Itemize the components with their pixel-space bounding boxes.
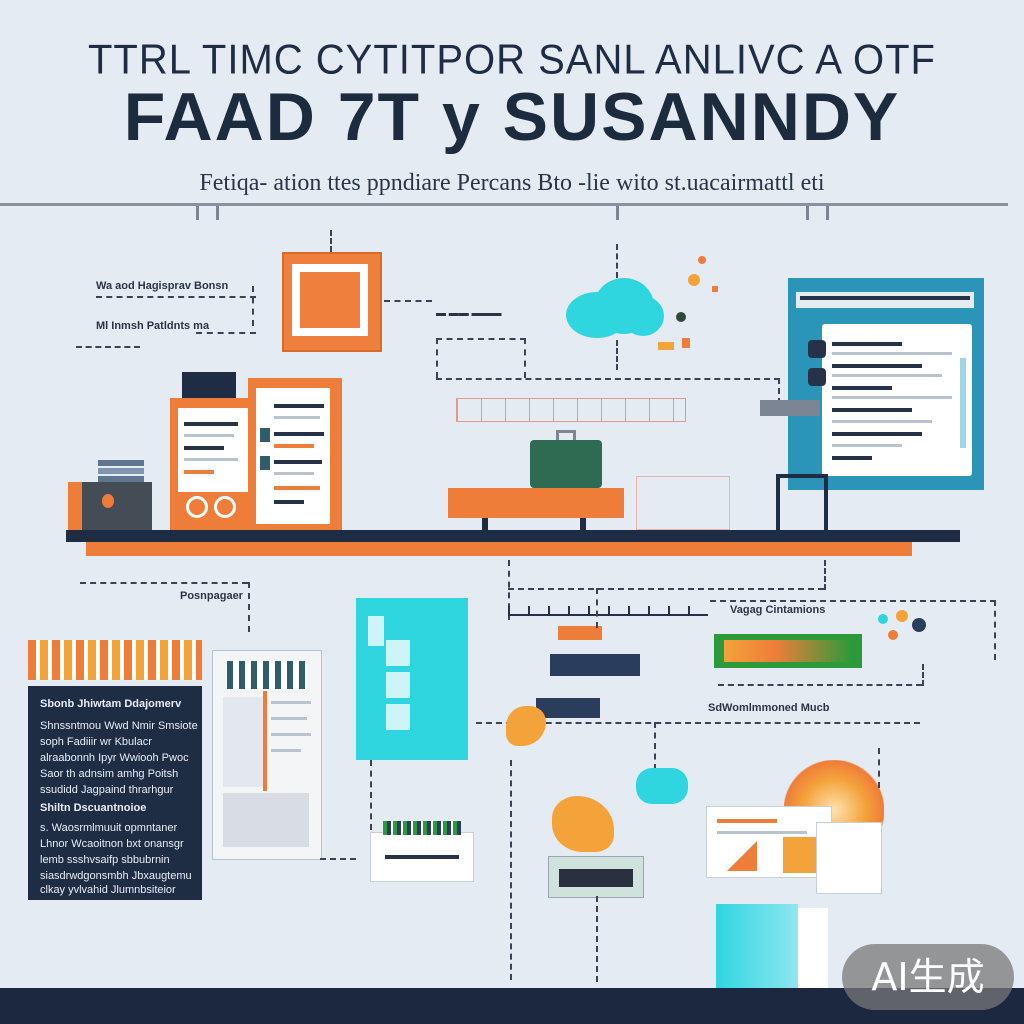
screen-icon	[548, 856, 644, 898]
header-divider	[0, 203, 1008, 206]
printer-icon	[370, 821, 474, 882]
ai-generated-badge: AI生成	[842, 944, 1014, 1010]
monitor-arm	[760, 400, 820, 416]
progress-strip	[714, 634, 862, 668]
tablet-cyan	[356, 598, 468, 760]
info-card-row: Shnssntmou Wwd Nmir Smsiote	[40, 720, 198, 732]
splash-icon	[552, 796, 614, 852]
info-card: Sbonb Jhiwtam Ddajomerv Shnssntmou Wwd N…	[28, 686, 202, 900]
connector-line	[524, 338, 526, 378]
info-card-row: soph Fadiiir wr Kbulacr	[40, 736, 152, 748]
tablet-icon	[212, 650, 322, 860]
info-card-row: s. Waosrmlmuuit opmntaner	[40, 822, 178, 834]
connector-line	[436, 378, 780, 380]
connector-line	[384, 300, 432, 302]
label-top-left-1: Wa aod Hagisprav Bonsn	[96, 280, 229, 292]
tiny-label-row: ▬ ▬▬ ▬▬▬	[436, 308, 502, 319]
tablet-cyan	[716, 904, 798, 988]
cloud-icon	[566, 278, 666, 340]
connector-line	[508, 588, 824, 590]
checkbox-icon	[808, 368, 826, 386]
label-top-left-2: Ml Inmsh Patldnts ma	[96, 320, 210, 332]
briefcase-icon	[530, 430, 602, 488]
checkbox-icon	[808, 340, 826, 358]
connector-line	[922, 664, 924, 686]
device-icon	[536, 698, 600, 718]
label-middle-left: Posnpagaer	[180, 590, 243, 602]
label-right-upper: Vagag Cintamions	[730, 604, 826, 616]
monitor-icon	[788, 278, 984, 490]
cloud-icon	[636, 768, 688, 804]
tray-icon	[182, 372, 236, 398]
connector-line	[508, 560, 510, 620]
connector-line	[330, 230, 332, 252]
info-card-row: ssudidd Jagpaind thrarhgur	[40, 784, 174, 796]
connector-line	[710, 600, 996, 602]
info-card-heading: Shiltn Dscuantnoioe	[40, 802, 147, 814]
connector-line	[370, 760, 372, 830]
book-icon	[248, 378, 342, 530]
page-title-line-2: FAAD 7T y SUSANNDY	[123, 79, 901, 155]
info-card-heading: Sbonb Jhiwtam Ddajomerv	[40, 698, 182, 710]
connector-line	[778, 378, 780, 404]
connector-line	[718, 684, 922, 686]
splash-icon	[506, 706, 546, 746]
page-title-line-1: TTRL TIMC CYTITPOR SANL ANLIVC A OTF	[88, 36, 936, 84]
connector-line	[96, 296, 256, 298]
connector-line	[654, 722, 656, 770]
connector-line	[476, 722, 920, 724]
connector-line	[76, 346, 140, 348]
connector-line	[252, 286, 254, 326]
connector-line	[436, 338, 526, 340]
connector-line	[596, 588, 598, 628]
ghost-outline	[636, 476, 730, 530]
book-icon	[170, 398, 252, 530]
monitor-stand	[776, 474, 828, 530]
ruler-bar	[508, 606, 708, 616]
ruler-bar	[456, 398, 686, 422]
decor-dots	[658, 252, 732, 362]
connector-line	[616, 340, 618, 370]
info-card-row: clkay yvlvahid Jlumnbsiteior	[40, 884, 176, 896]
device-icon	[550, 654, 640, 676]
document-card	[798, 908, 828, 988]
shelf	[66, 530, 960, 542]
bench-icon	[448, 488, 624, 530]
connector-line	[248, 582, 250, 632]
briefcase-icon	[68, 482, 152, 530]
connector-line	[616, 244, 618, 278]
label-right-lower: SdWomlmmoned Mucb	[708, 702, 830, 714]
document-card	[816, 822, 882, 894]
connector-line	[510, 760, 512, 980]
connector-line	[994, 600, 996, 660]
connector-line	[596, 896, 598, 982]
rule-ticks	[196, 206, 836, 222]
chip-icon	[558, 626, 602, 640]
frame-icon	[282, 252, 382, 352]
stack-icon	[98, 460, 144, 484]
connector-line	[824, 560, 826, 590]
info-card-row: Lhnor Wcaoitnon bxt onansgr	[40, 838, 184, 850]
connector-line	[80, 582, 248, 584]
connector-line	[320, 858, 356, 860]
shelf-underside	[86, 542, 912, 556]
connector-line	[878, 748, 880, 788]
info-card-row: lemb ssshvsaifp sbbubrnin	[40, 854, 170, 866]
document-card	[706, 806, 832, 878]
info-card-header-strip	[28, 640, 202, 680]
page-subtitle: Fetiqa- ation ttes ppndiare Percans Bto …	[199, 170, 825, 196]
info-card-row: alraabonnh Ipyr Wwiooh Pwoc	[40, 752, 189, 764]
connector-line	[436, 338, 438, 378]
info-card-row: Saor th adnsim amhg Poitsh	[40, 768, 179, 780]
decor-dots	[868, 608, 938, 648]
info-card-row: siasdrwdgonsmbh Jbxaugtemu	[40, 870, 192, 882]
connector-line	[196, 332, 256, 334]
